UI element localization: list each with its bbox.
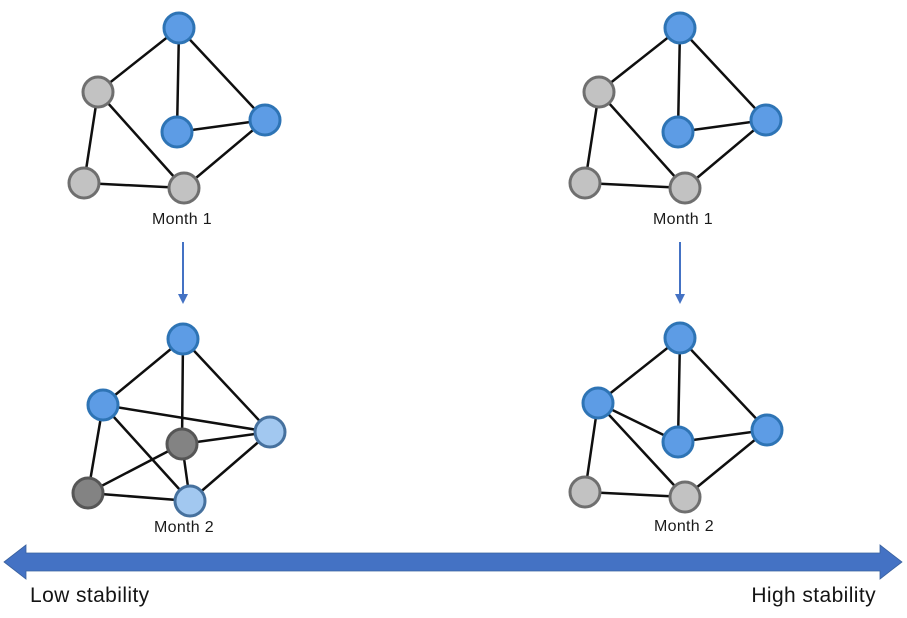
- graph-node-left: [81, 75, 115, 109]
- graph-edge-top-center: [180, 337, 185, 446]
- graph-edge-top-left: [101, 337, 185, 407]
- graph-edge-bottom-center-right: [188, 430, 272, 503]
- graph-edge-left-bottom-center: [101, 403, 192, 503]
- graph-node-center: [160, 115, 194, 149]
- graph-edge-top-right: [678, 26, 768, 122]
- stability-axis-double-arrow-icon: [3, 544, 903, 580]
- graph-node-bottom-left: [71, 476, 105, 510]
- graph-edge-bottom-left-bottom-center: [82, 181, 186, 190]
- down-arrow-left: [178, 242, 188, 304]
- graph-edge-bottom-center-right: [683, 428, 769, 499]
- graph-edge-bottom-left-bottom-center: [583, 490, 687, 499]
- graph-node-right: [749, 103, 783, 137]
- graph-node-bottom-left: [568, 166, 602, 200]
- graph-edge-bottom-left-bottom-center: [86, 491, 192, 503]
- graph-node-bottom-left: [568, 475, 602, 509]
- graph-edge-top-left: [597, 26, 682, 94]
- month-label-month1-low: Month 1: [152, 211, 212, 228]
- high-stability-label: High stability: [751, 584, 876, 607]
- graph-edge-left-right: [101, 403, 272, 434]
- graph-edge-bottom-center-right: [683, 118, 768, 190]
- graph-node-center: [661, 115, 695, 149]
- month-label-month2-high: Month 2: [654, 518, 714, 535]
- graph-node-right: [253, 415, 287, 449]
- graph-node-left: [582, 75, 616, 109]
- graph-node-right: [248, 103, 282, 137]
- graph-node-top: [663, 321, 697, 355]
- low-stability-label: Low stability: [30, 584, 150, 607]
- graph-node-bottom-center: [167, 171, 201, 205]
- graph-node-bottom-center: [668, 171, 702, 205]
- graph-node-left: [86, 388, 120, 422]
- graph-edge-top-left: [96, 26, 181, 94]
- graph-node-center: [661, 425, 695, 459]
- graph-node-bottom-center: [668, 480, 702, 514]
- graph-node-left: [581, 386, 615, 420]
- graph-edge-left-bottom-center: [596, 401, 687, 499]
- graph-edge-top-right: [678, 336, 769, 432]
- graph-node-bottom-left: [67, 166, 101, 200]
- graph-node-right: [750, 413, 784, 447]
- graph-edge-top-right: [181, 337, 272, 434]
- graph-edge-top-center: [175, 26, 181, 134]
- down-arrow-head-icon: [178, 294, 188, 304]
- down-arrow-head-icon: [675, 294, 685, 304]
- network-month1-low-stability: [67, 11, 282, 205]
- month-label-month1-high: Month 1: [653, 211, 713, 228]
- graph-node-center: [165, 427, 199, 461]
- graph-node-top: [166, 322, 200, 356]
- graph-edge-top-center: [676, 336, 682, 444]
- graph-edge-left-bottom-center: [96, 90, 186, 190]
- graph-node-top: [663, 11, 697, 45]
- network-month2-high-stability: [568, 321, 784, 514]
- graph-edge-left-bottom-center: [597, 90, 687, 190]
- down-arrow-right: [675, 242, 685, 304]
- graph-edge-bottom-left-center: [86, 442, 184, 495]
- graph-node-bottom-center: [173, 484, 207, 518]
- graph-edge-bottom-center-right: [182, 118, 267, 190]
- network-month1-high-stability: [568, 11, 783, 205]
- graph-edge-top-left: [596, 336, 682, 405]
- month-label-month2-low: Month 2: [154, 519, 214, 536]
- network-month2-low-stability: [71, 322, 287, 518]
- graph-edge-top-right: [177, 26, 267, 122]
- graph-edge-bottom-left-bottom-center: [583, 181, 687, 190]
- graph-edge-top-center: [676, 26, 682, 134]
- graph-node-top: [162, 11, 196, 45]
